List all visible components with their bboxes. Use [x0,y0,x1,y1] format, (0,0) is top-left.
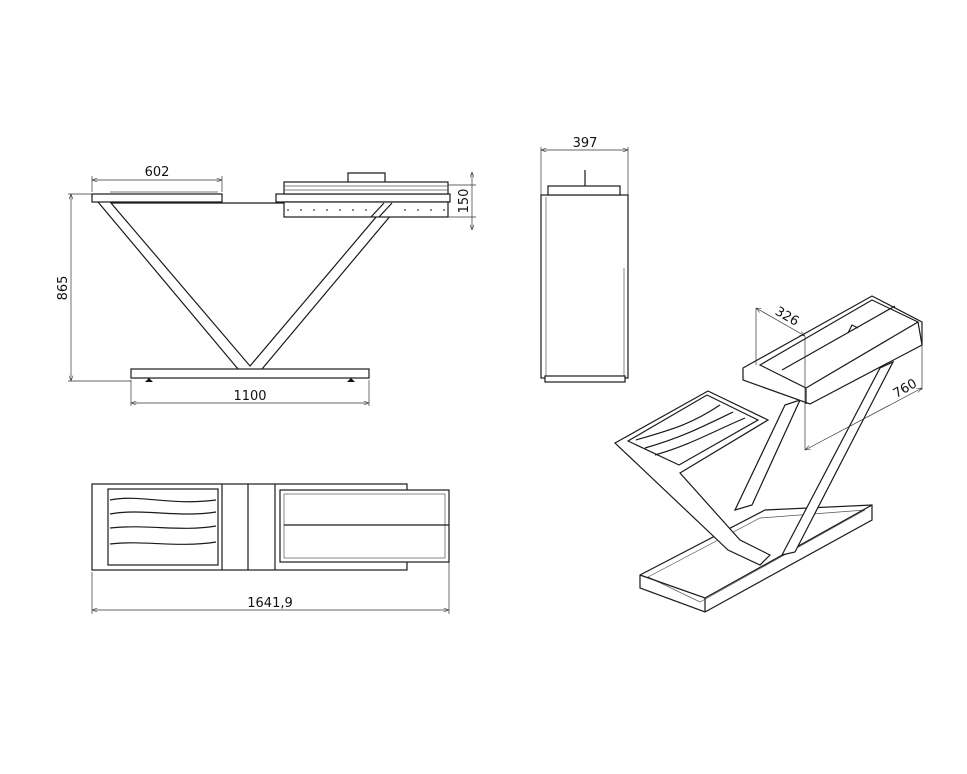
right-top-plate [275,193,451,203]
dim-397: 397 [573,136,598,151]
feet [145,378,355,382]
dim-1641-9: 1641,9 [247,596,293,611]
box-handle [347,172,386,182]
side-body [540,194,629,379]
base-plate [130,368,370,379]
box-top [279,489,450,563]
side-view: 397 [540,136,629,383]
dim-865: 865 [56,276,71,301]
iso-seat [626,394,760,466]
front-view: 602 865 1100 150 [56,165,476,406]
dim-1100: 1100 [233,389,266,404]
dim-760: 760 [891,376,920,401]
box-lid [283,181,449,195]
iso-view: 326 760 [613,295,922,613]
v-leg-inner [109,202,390,367]
side-top [547,185,621,196]
left-top-plate [91,193,223,203]
v-leg-outer [92,195,408,370]
dim-602: 602 [145,165,170,180]
dim-150: 150 [457,189,472,214]
top-view: 1641,9 [91,483,450,614]
